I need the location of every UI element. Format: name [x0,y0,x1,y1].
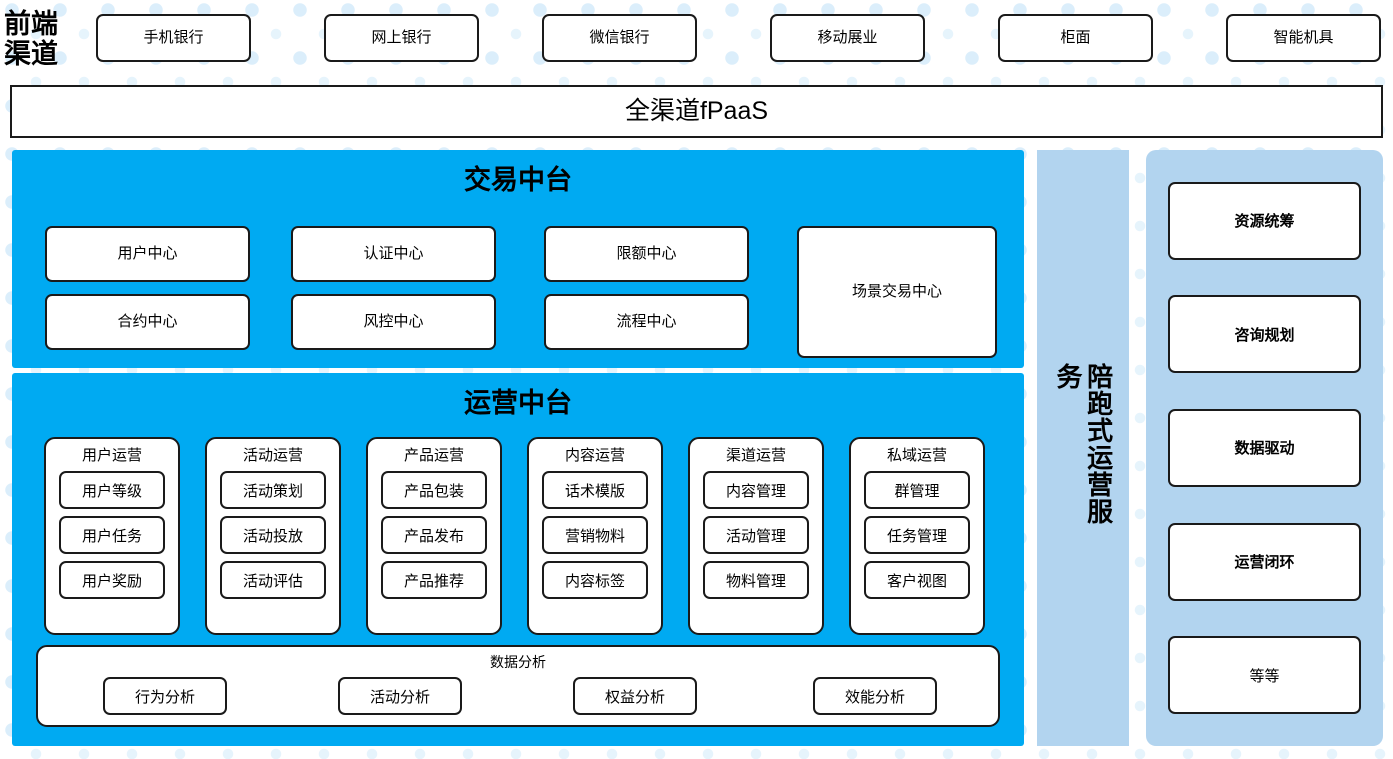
operation-platform-title: 运营中台 [464,388,572,418]
operation-group-title: 活动运营 [242,447,303,464]
operation-group-title: 内容运营 [564,447,625,464]
operation-item[interactable]: 内容管理 [703,471,809,509]
operation-item[interactable]: 活动评估 [220,561,326,599]
operation-group-activity[interactable]: 活动运营 活动策划 活动投放 活动评估 [205,437,341,635]
operation-group-title: 渠道运营 [725,447,786,464]
capability-operation-closed-loop[interactable]: 运营闭环 [1168,522,1361,601]
operation-group-content[interactable]: 内容运营 话术模版 营销物料 内容标签 [527,437,663,635]
capability-etc[interactable]: 等等 [1168,636,1361,715]
trade-platform-panel: 交易中台 用户中心 认证中心 限额中心 合约中心 风控中心 流程中心 场景交易中… [12,150,1024,368]
service-band: 陪跑式运营服务 [1037,150,1129,746]
capability-data-driven[interactable]: 数据驱动 [1168,408,1361,487]
channel-box-smart-machine[interactable]: 智能机具 [1226,14,1381,62]
operation-item[interactable]: 活动管理 [703,516,809,554]
operation-item[interactable]: 活动策划 [220,471,326,509]
operation-item[interactable]: 用户奖励 [59,561,165,599]
service-band-label: 陪跑式运营服务 [1053,363,1114,525]
operation-group-title: 产品运营 [403,447,464,464]
operation-item[interactable]: 群管理 [864,471,970,509]
operation-item[interactable]: 物料管理 [703,561,809,599]
operation-group-title: 私域运营 [886,447,947,464]
channel-box-mobile-field[interactable]: 移动展业 [770,14,925,62]
analysis-item-activity[interactable]: 活动分析 [338,677,462,715]
trade-platform-title: 交易中台 [464,165,572,195]
operation-item[interactable]: 用户等级 [59,471,165,509]
operation-group-channel[interactable]: 渠道运营 内容管理 活动管理 物料管理 [688,437,824,635]
analysis-item-efficiency[interactable]: 效能分析 [813,677,937,715]
operation-group-private-domain[interactable]: 私域运营 群管理 任务管理 客户视图 [849,437,985,635]
operation-item[interactable]: 任务管理 [864,516,970,554]
front-channel-label: 前端 渠道 [4,4,90,74]
trade-center-auth[interactable]: 认证中心 [291,226,496,282]
operation-group-title: 用户运营 [81,447,142,464]
trade-center-user[interactable]: 用户中心 [45,226,250,282]
trade-center-risk[interactable]: 风控中心 [291,294,496,350]
operation-item[interactable]: 营销物料 [542,516,648,554]
channel-box-counter[interactable]: 柜面 [998,14,1153,62]
data-analysis-title: 数据分析 [490,654,546,670]
channel-box-online-bank[interactable]: 网上银行 [324,14,479,62]
data-analysis-card: 数据分析 行为分析 活动分析 权益分析 效能分析 [36,645,1000,727]
operation-item[interactable]: 产品包装 [381,471,487,509]
operation-item[interactable]: 活动投放 [220,516,326,554]
operation-item[interactable]: 产品推荐 [381,561,487,599]
capability-panel: 资源统筹 咨询规划 数据驱动 运营闭环 等等 [1146,150,1383,746]
capability-consulting-planning[interactable]: 咨询规划 [1168,295,1361,374]
analysis-item-behavior[interactable]: 行为分析 [103,677,227,715]
operation-group-product[interactable]: 产品运营 产品包装 产品发布 产品推荐 [366,437,502,635]
fpaas-bar[interactable]: 全渠道fPaaS [10,85,1383,138]
trade-center-process[interactable]: 流程中心 [544,294,749,350]
operation-item[interactable]: 话术模版 [542,471,648,509]
trade-center-limit[interactable]: 限额中心 [544,226,749,282]
operation-item[interactable]: 客户视图 [864,561,970,599]
channel-box-mobile-bank[interactable]: 手机银行 [96,14,251,62]
operation-item[interactable]: 内容标签 [542,561,648,599]
trade-center-contract[interactable]: 合约中心 [45,294,250,350]
front-channel-label-line2: 渠道 [4,39,58,69]
channel-box-wechat-bank[interactable]: 微信银行 [542,14,697,62]
front-channel-label-line1: 前端 [4,8,58,39]
operation-item[interactable]: 产品发布 [381,516,487,554]
analysis-item-benefit[interactable]: 权益分析 [573,677,697,715]
trade-center-scene[interactable]: 场景交易中心 [797,226,997,358]
operation-item[interactable]: 用户任务 [59,516,165,554]
operation-group-user[interactable]: 用户运营 用户等级 用户任务 用户奖励 [44,437,180,635]
capability-resource-coordination[interactable]: 资源统筹 [1168,181,1361,260]
